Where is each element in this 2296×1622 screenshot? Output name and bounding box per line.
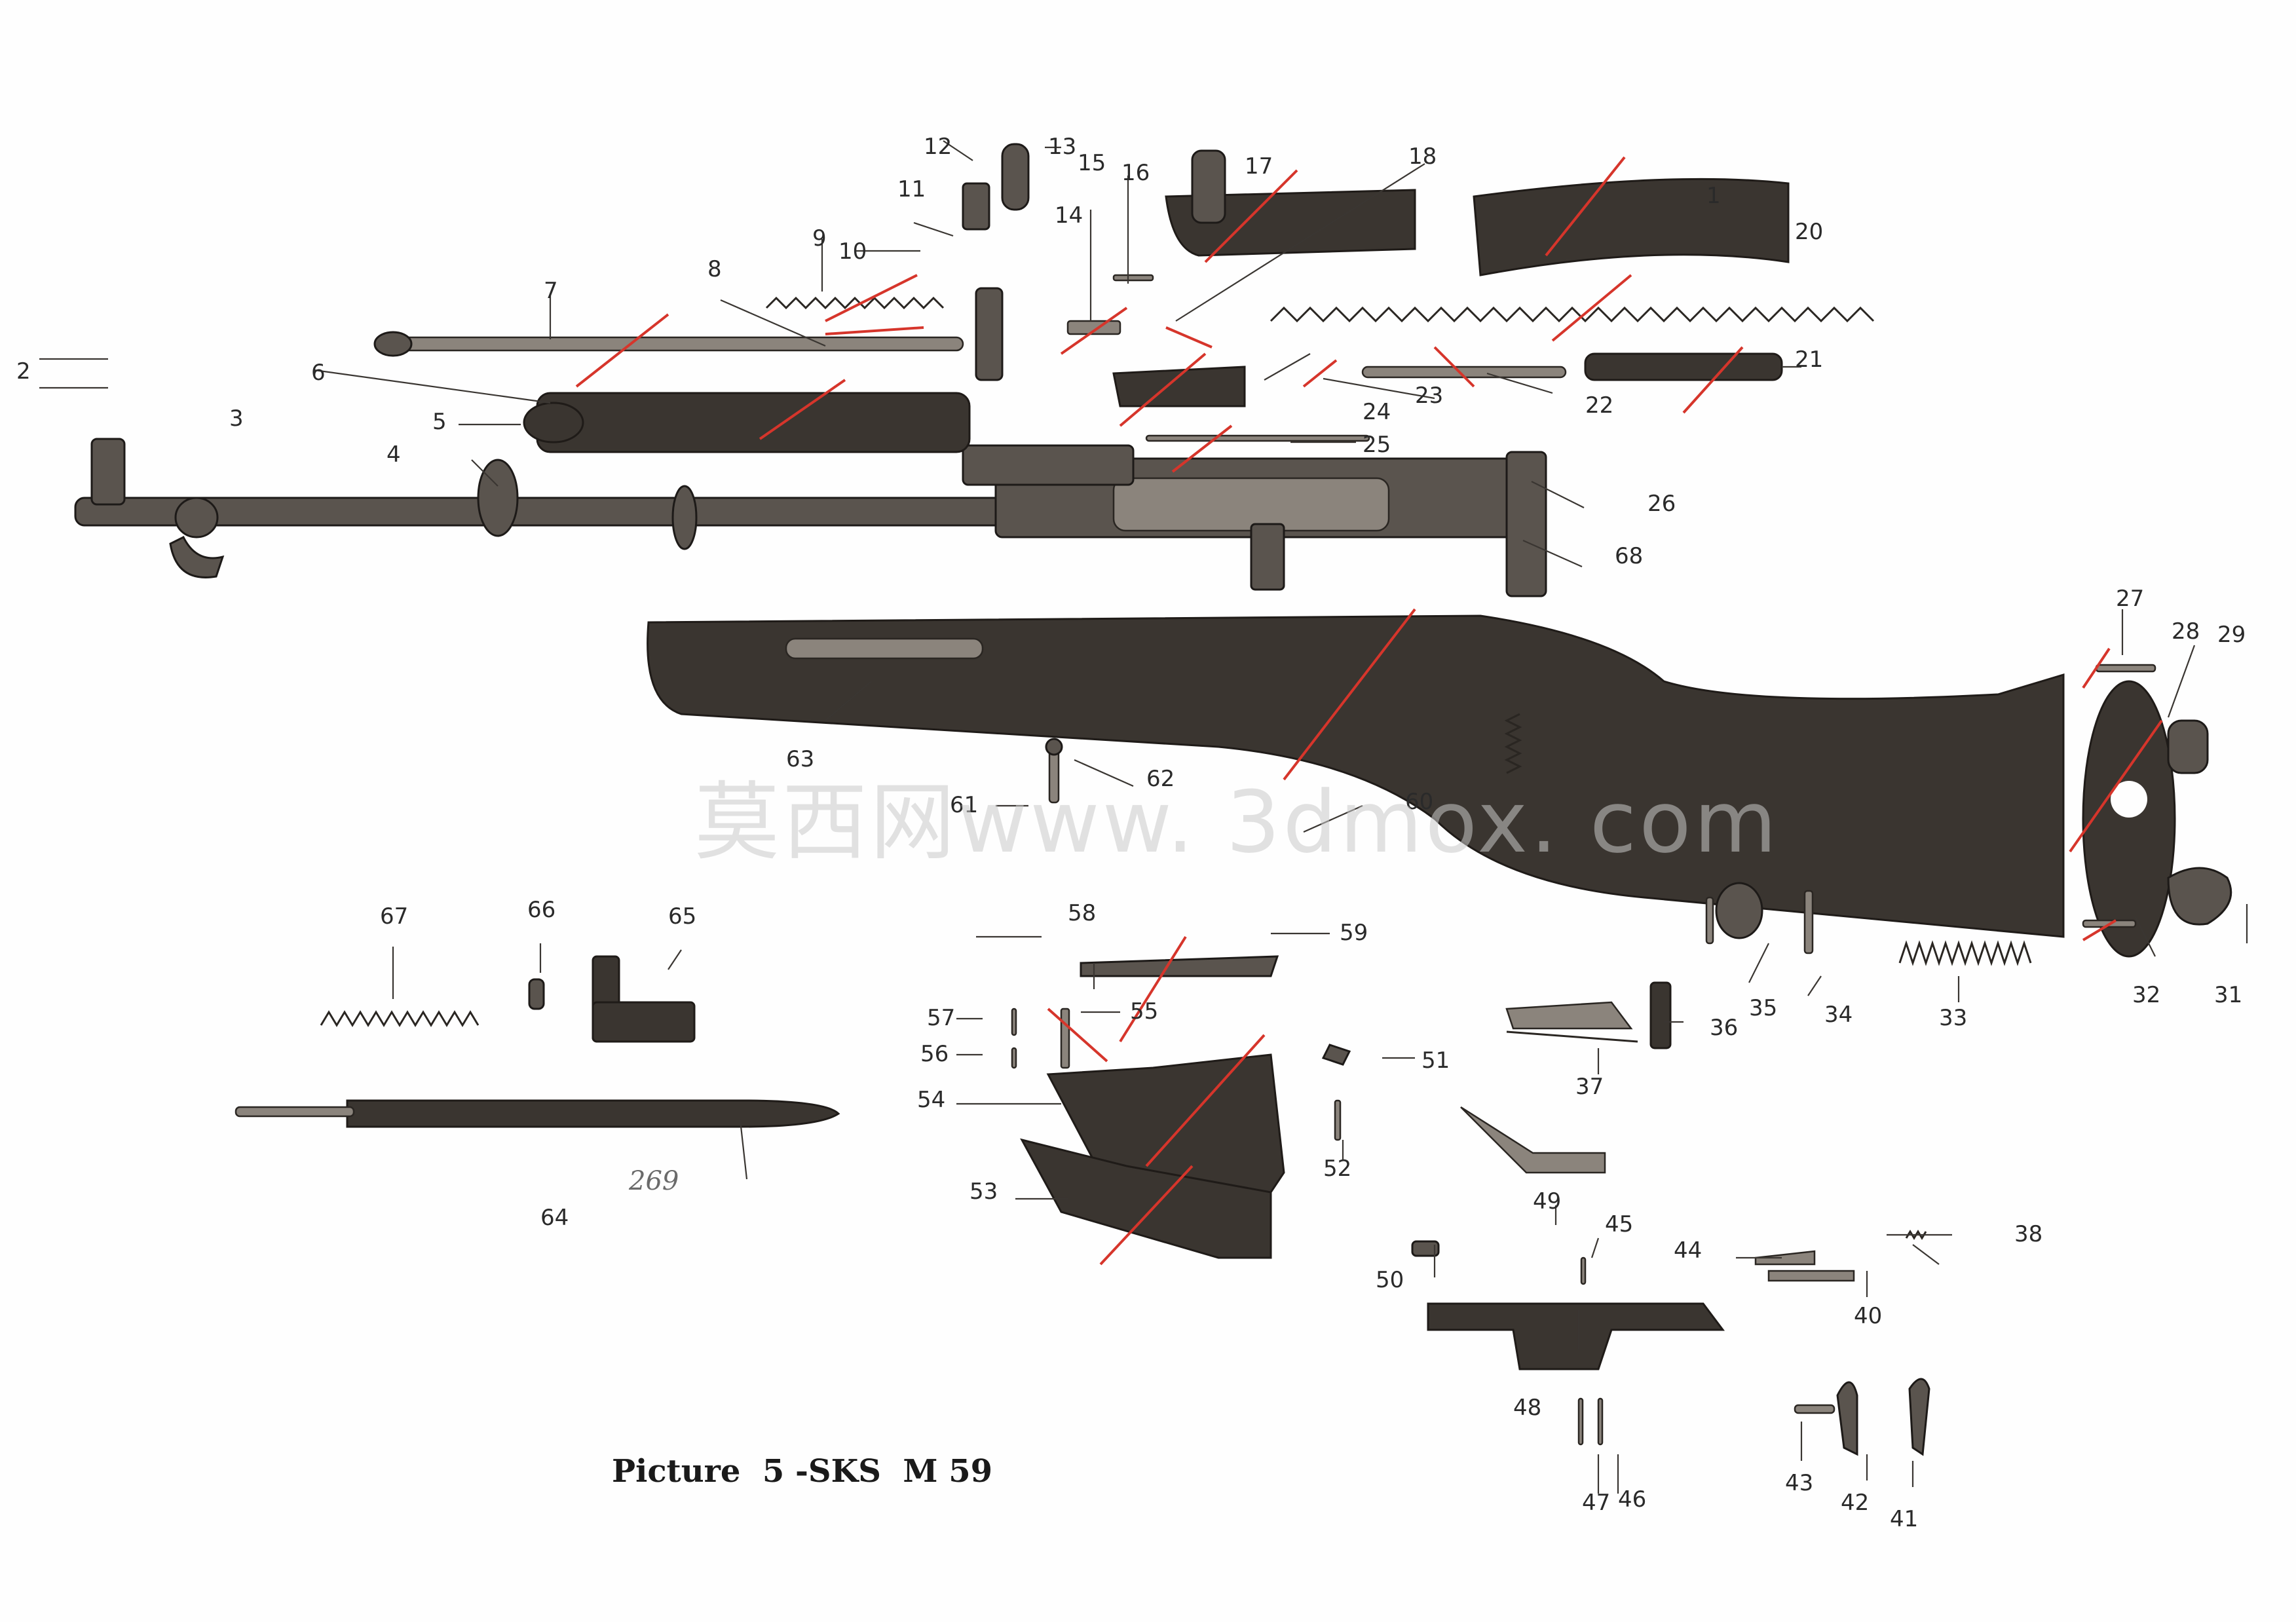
label-part-22: 22: [1585, 392, 1613, 419]
label-part-41: 41: [1890, 1506, 1918, 1532]
label-part-54: 54: [917, 1087, 945, 1113]
label-part-6: 6: [311, 360, 326, 386]
label-part-3: 3: [229, 406, 244, 432]
label-part-14: 14: [1055, 202, 1083, 229]
label-part-24: 24: [1363, 399, 1391, 425]
label-part-62: 62: [1146, 766, 1175, 792]
barrel-receiver-assembly: [74, 438, 1547, 597]
small-top-parts: [765, 143, 1154, 381]
label-part-51: 51: [1421, 1047, 1450, 1074]
label-part-61: 61: [950, 792, 978, 818]
label-part-25: 25: [1363, 432, 1391, 458]
label-part-27: 27: [2116, 586, 2144, 612]
label-part-8: 8: [707, 256, 722, 282]
label-part-10: 10: [838, 238, 867, 265]
figure-caption: Picture 5 -SKS M 59: [612, 1453, 993, 1490]
label-part-40: 40: [1854, 1303, 1882, 1329]
label-part-5: 5: [432, 409, 447, 435]
label-part-63: 63: [786, 746, 814, 772]
label-part-31: 31: [2214, 982, 2242, 1008]
butt-plate-parts: [1705, 664, 2232, 966]
label-part-38: 38: [2014, 1221, 2042, 1247]
label-part-7: 7: [544, 278, 558, 304]
gas-cylinder: [523, 392, 971, 453]
label-part-58: 58: [1068, 900, 1096, 926]
label-part-46: 46: [1618, 1486, 1646, 1513]
label-part-33: 33: [1939, 1005, 1967, 1031]
label-part-60: 60: [1405, 789, 1433, 815]
label-part-64: 64: [540, 1205, 569, 1231]
recoil-spring-large: [1270, 306, 1875, 323]
label-part-65: 65: [668, 903, 696, 930]
label-part-11: 11: [897, 176, 926, 202]
label-part-52: 52: [1323, 1156, 1351, 1182]
label-part-57: 57: [927, 1005, 955, 1031]
label-part-35: 35: [1749, 995, 1777, 1021]
label-part-16: 16: [1121, 160, 1150, 186]
red-strike-marks: [575, 156, 2163, 1266]
label-part-36: 36: [1710, 1015, 1738, 1041]
label-part-44: 44: [1674, 1237, 1702, 1264]
label-part-43: 43: [1785, 1470, 1813, 1496]
bayonet-group: [235, 955, 840, 1128]
label-part-18: 18: [1408, 143, 1437, 170]
label-part-20: 20: [1795, 219, 1823, 245]
label-part-9: 9: [812, 225, 827, 252]
leader-lines: [39, 140, 2248, 1494]
label-part-53: 53: [969, 1179, 998, 1205]
label-part-68: 68: [1615, 543, 1643, 569]
label-part-42: 42: [1841, 1490, 1869, 1516]
label-part-21: 21: [1795, 347, 1823, 373]
label-part-32: 32: [2132, 982, 2160, 1008]
label-part-15: 15: [1078, 150, 1106, 176]
handwritten-note: 269: [629, 1166, 679, 1196]
trigger-group: [1321, 981, 1930, 1456]
label-part-26: 26: [1647, 491, 1676, 517]
label-part-12: 12: [924, 134, 952, 160]
cleaning-rod: [373, 331, 964, 357]
stock-pins: [1045, 713, 1522, 804]
guide-rods: [1112, 352, 1783, 442]
bolt-carrier: [1165, 149, 1416, 257]
label-part-2: 2: [16, 358, 31, 385]
label-part-4: 4: [386, 442, 401, 468]
label-part-17: 17: [1245, 153, 1273, 179]
label-part-28: 28: [2172, 618, 2200, 645]
label-part-48: 48: [1513, 1395, 1541, 1421]
label-part-66: 66: [527, 897, 555, 923]
part-number-labels: 2 3 4 5 6 7 8 9 10 11 12 13 14 15 16 17 …: [16, 134, 2246, 1532]
label-part-55: 55: [1130, 998, 1158, 1025]
label-part-56: 56: [920, 1041, 949, 1067]
label-part-47: 47: [1582, 1490, 1610, 1516]
wooden-stock: [647, 614, 2065, 938]
label-part-50: 50: [1376, 1267, 1404, 1293]
label-part-45: 45: [1605, 1211, 1633, 1237]
label-part-13: 13: [1048, 134, 1076, 160]
watermark-text: 莫西网www. 3dmox. com: [694, 772, 1780, 872]
label-part-59: 59: [1340, 920, 1368, 946]
receiver-cover: [1473, 178, 1790, 276]
label-part-1: 1: [1706, 183, 1721, 209]
label-part-37: 37: [1575, 1074, 1604, 1100]
label-part-29: 29: [2217, 622, 2246, 648]
magazine-group: [1011, 955, 1285, 1259]
label-part-23: 23: [1415, 383, 1443, 409]
label-part-34: 34: [1824, 1002, 1853, 1028]
label-part-49: 49: [1533, 1188, 1561, 1215]
label-part-67: 67: [380, 903, 408, 930]
